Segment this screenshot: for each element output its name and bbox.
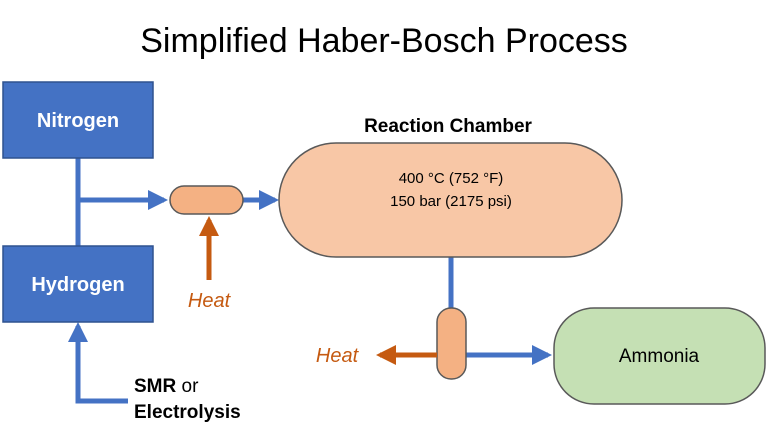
- nitrogen-box: Nitrogen: [2, 81, 154, 159]
- or-label: or: [176, 376, 199, 397]
- hydrogen-box: Hydrogen: [2, 245, 154, 323]
- cooler-exchanger: [436, 307, 467, 380]
- nitrogen-label: Nitrogen: [37, 110, 119, 132]
- page-title: Simplified Haber-Bosch Process: [140, 22, 628, 60]
- ammonia-label: Ammonia: [619, 346, 700, 367]
- source-to-hydrogen-arrow: [68, 322, 128, 404]
- electrolysis-label: Electrolysis: [134, 402, 241, 423]
- chamber-temperature: 400 °C (752 °F): [399, 170, 504, 187]
- heat-in-label: Heat: [188, 290, 232, 312]
- chamber-pressure: 150 bar (2175 psi): [390, 193, 512, 210]
- reaction-chamber: [278, 142, 623, 258]
- hydrogen-label: Hydrogen: [31, 274, 124, 296]
- heat-out-label: Heat: [316, 345, 360, 367]
- chamber-title: Reaction Chamber: [364, 116, 532, 137]
- heater-exchanger: [169, 185, 244, 215]
- flow-lines: [68, 158, 552, 404]
- smr-label: SMR: [134, 376, 177, 397]
- hydrogen-source-line1: SMR or: [134, 376, 199, 397]
- ammonia-box: [553, 307, 766, 405]
